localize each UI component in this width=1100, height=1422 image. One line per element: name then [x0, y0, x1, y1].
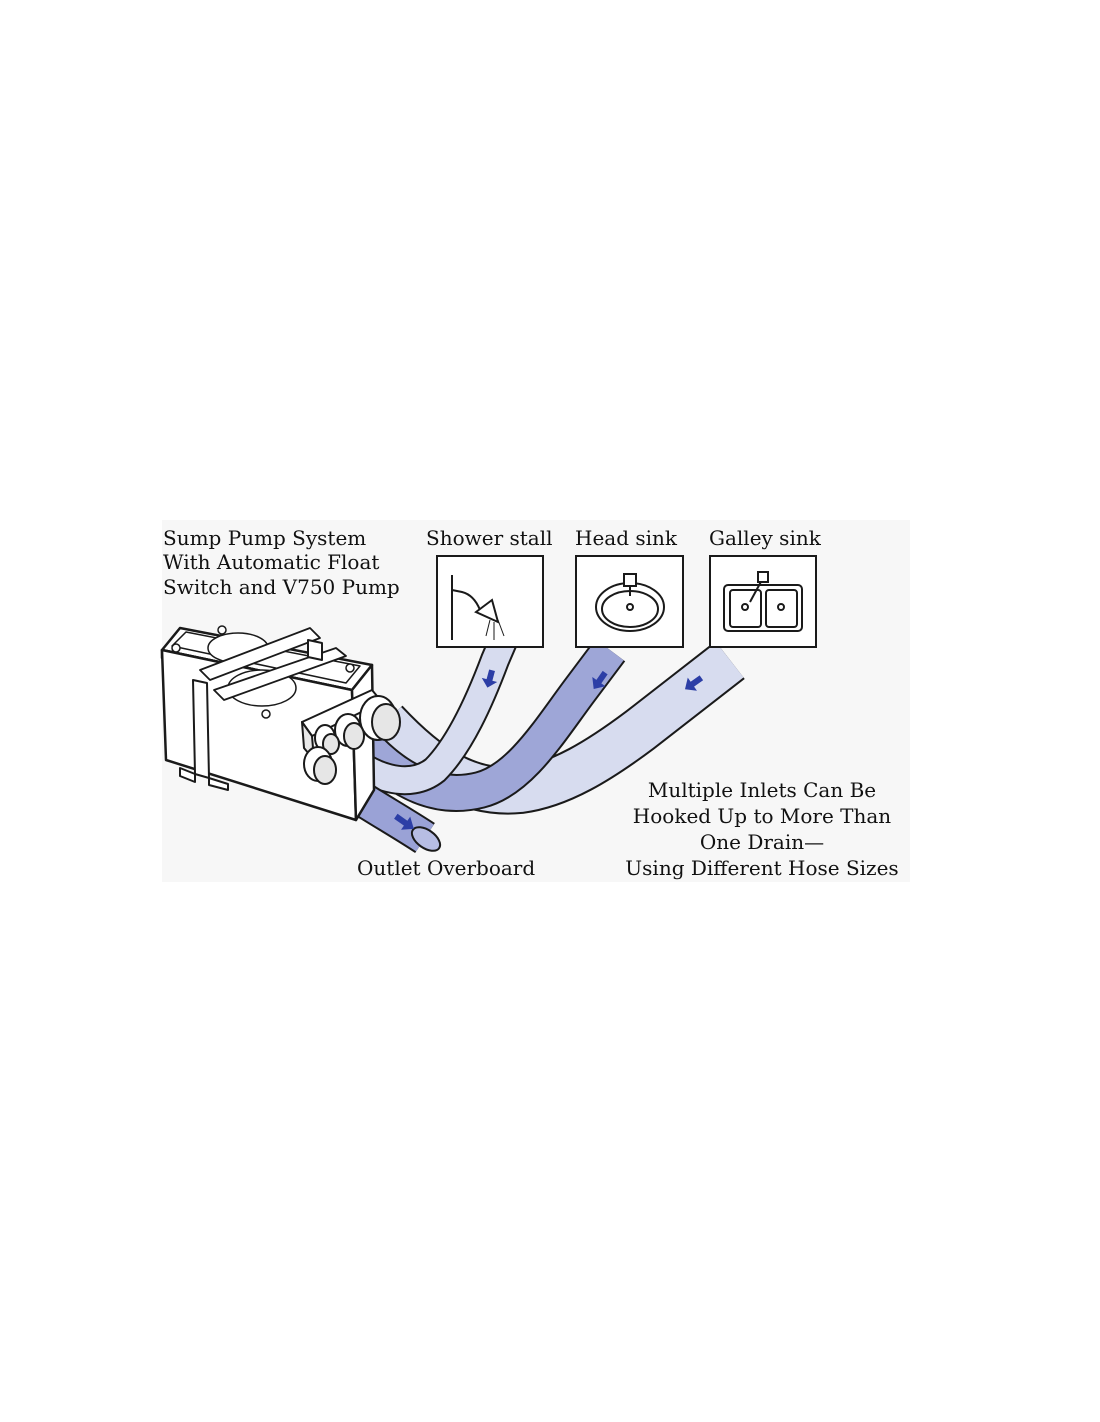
head-sink-label: Head sink: [575, 526, 678, 550]
flow-arrow-icon: [394, 669, 704, 830]
shower-stall-label: Shower stall: [426, 526, 553, 550]
multiple-inlets-line-2: Hooked Up to More Than: [632, 804, 892, 828]
system-label-line-1: Sump Pump System: [163, 526, 367, 550]
shower-head-icon: [451, 575, 505, 640]
sump-pump-box: [160, 625, 383, 822]
multiple-inlets-line-4: Using Different Hose Sizes: [625, 856, 899, 880]
multiple-inlets-line-3: One Drain—: [699, 830, 825, 854]
system-label-line-2: With Automatic Float: [163, 550, 380, 574]
hose-fittings: [303, 695, 401, 785]
shower-stall-panel: [436, 555, 544, 648]
galley-sink-label: Galley sink: [709, 526, 821, 550]
head-sink-panel: [575, 555, 684, 648]
head-sink-icon: [595, 573, 665, 632]
outlet-overboard-label: Outlet Overboard: [357, 856, 536, 880]
system-label-line-3: Switch and V750 Pump: [163, 575, 400, 599]
galley-sink-icon: [723, 571, 803, 632]
galley-sink-panel: [709, 555, 817, 648]
multiple-inlets-line-1: Multiple Inlets Can Be: [647, 778, 877, 802]
